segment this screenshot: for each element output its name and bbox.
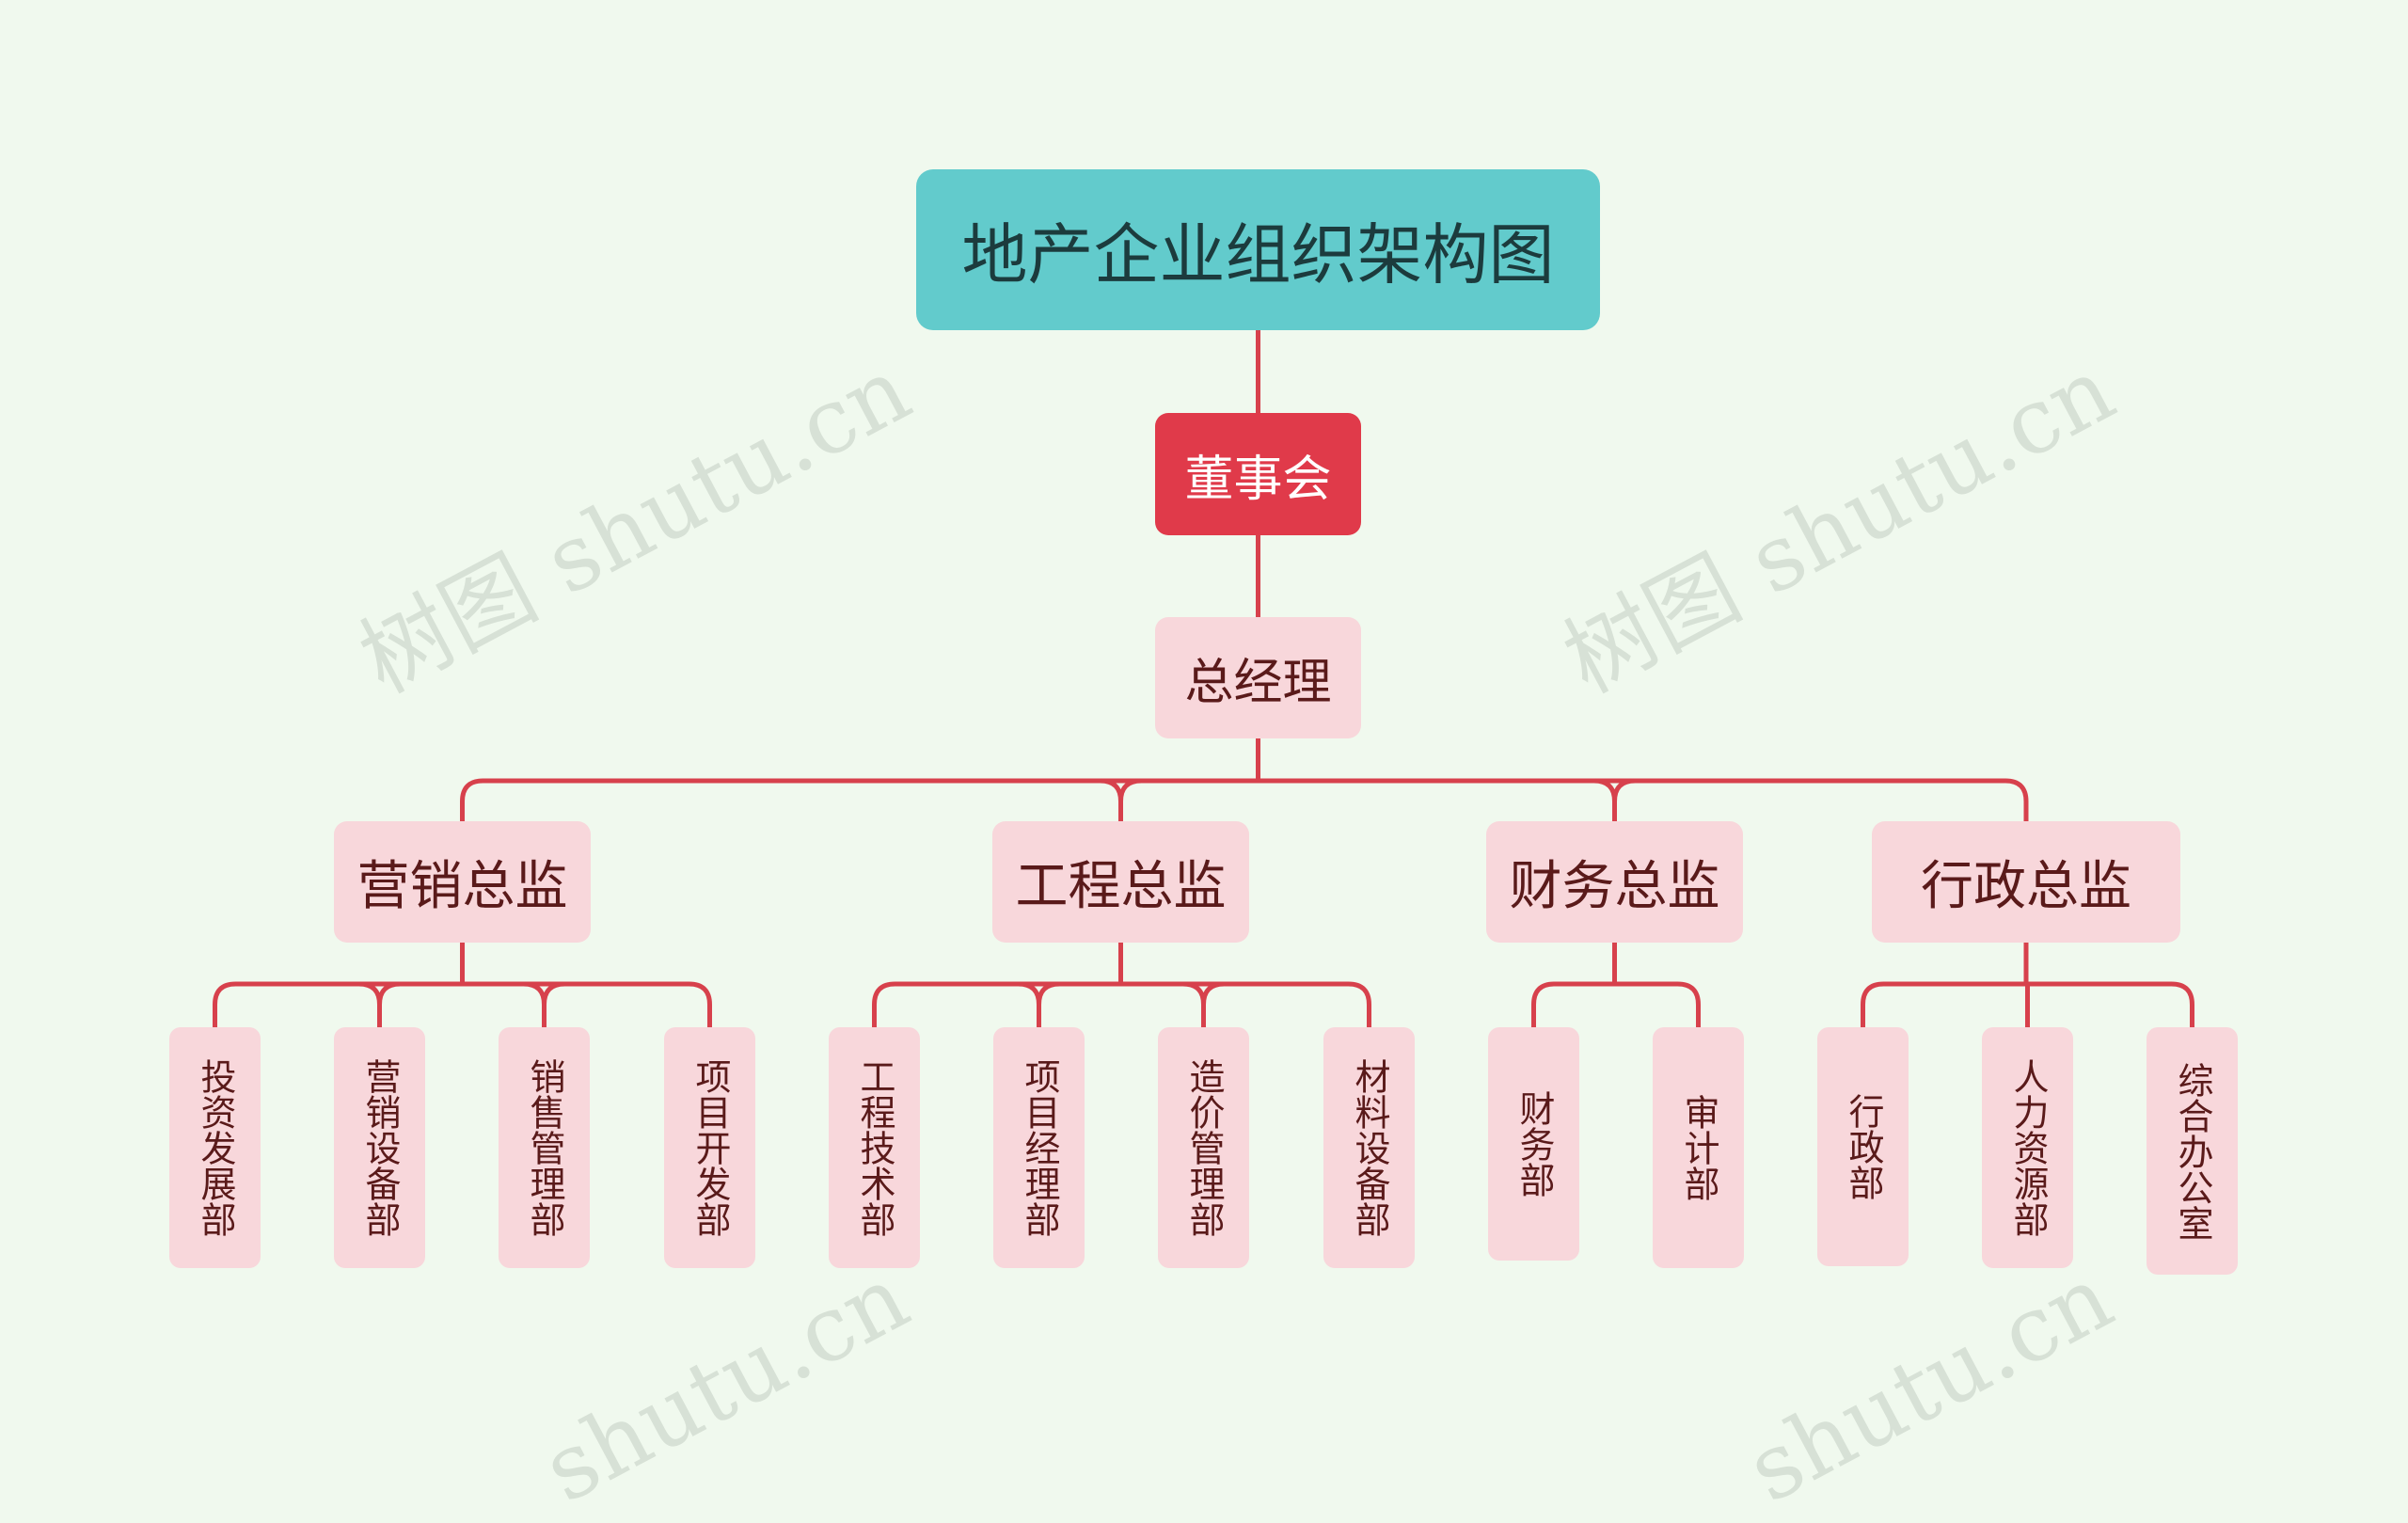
node-dept[interactable]: 工程技术部 xyxy=(829,1027,920,1268)
connector-line xyxy=(1612,778,1636,802)
connector-line xyxy=(1018,981,1041,1006)
connector-line xyxy=(460,778,2029,802)
node-director-admin[interactable]: 行政总监 xyxy=(1872,821,2180,943)
connector-line xyxy=(1100,778,1123,802)
connector-line xyxy=(872,981,1371,1006)
connector-lines xyxy=(213,330,2194,1027)
node-dept[interactable]: 综合办公室 xyxy=(2147,1027,2238,1275)
node-director-engineering[interactable]: 工程总监 xyxy=(992,821,1249,943)
node-dept[interactable]: 项目经理部 xyxy=(993,1027,1085,1268)
root-node-title[interactable]: 地产企业组织架构图 xyxy=(916,169,1600,330)
node-dept[interactable]: 材料设备部 xyxy=(1323,1027,1415,1268)
node-dept[interactable]: 财务部 xyxy=(1488,1027,1579,1261)
connector-line xyxy=(1201,981,1225,1006)
connector-line xyxy=(358,981,382,1006)
node-dept[interactable]: 造价管理部 xyxy=(1158,1027,1249,1268)
node-director-finance[interactable]: 财务总监 xyxy=(1486,821,1743,943)
node-dept[interactable]: 审计部 xyxy=(1653,1027,1744,1268)
node-general-manager[interactable]: 总经理 xyxy=(1155,617,1361,738)
connector-line xyxy=(1037,981,1060,1006)
node-dept[interactable]: 行政部 xyxy=(1817,1027,1909,1266)
connector-line xyxy=(1593,778,1617,802)
connector-line xyxy=(1531,981,1701,1006)
connector-line xyxy=(542,981,565,1006)
node-dept[interactable]: 投资发展部 xyxy=(169,1027,261,1268)
node-board[interactable]: 董事会 xyxy=(1155,413,1361,535)
node-director-marketing[interactable]: 营销总监 xyxy=(334,821,591,943)
connector-line xyxy=(377,981,401,1006)
connector-line xyxy=(523,981,547,1006)
node-dept[interactable]: 项目开发部 xyxy=(664,1027,755,1268)
connector-line xyxy=(1182,981,1206,1006)
connector-line xyxy=(1118,778,1142,802)
org-chart: 树图 shutu.cn 树图 shutu.cn shutu.cn shutu.c… xyxy=(169,169,2238,1523)
connector-line xyxy=(213,981,712,1006)
node-dept[interactable]: 营销设备部 xyxy=(334,1027,425,1268)
node-dept[interactable]: 销售管理部 xyxy=(499,1027,590,1268)
node-dept[interactable]: 人力资源部 xyxy=(1982,1027,2073,1268)
